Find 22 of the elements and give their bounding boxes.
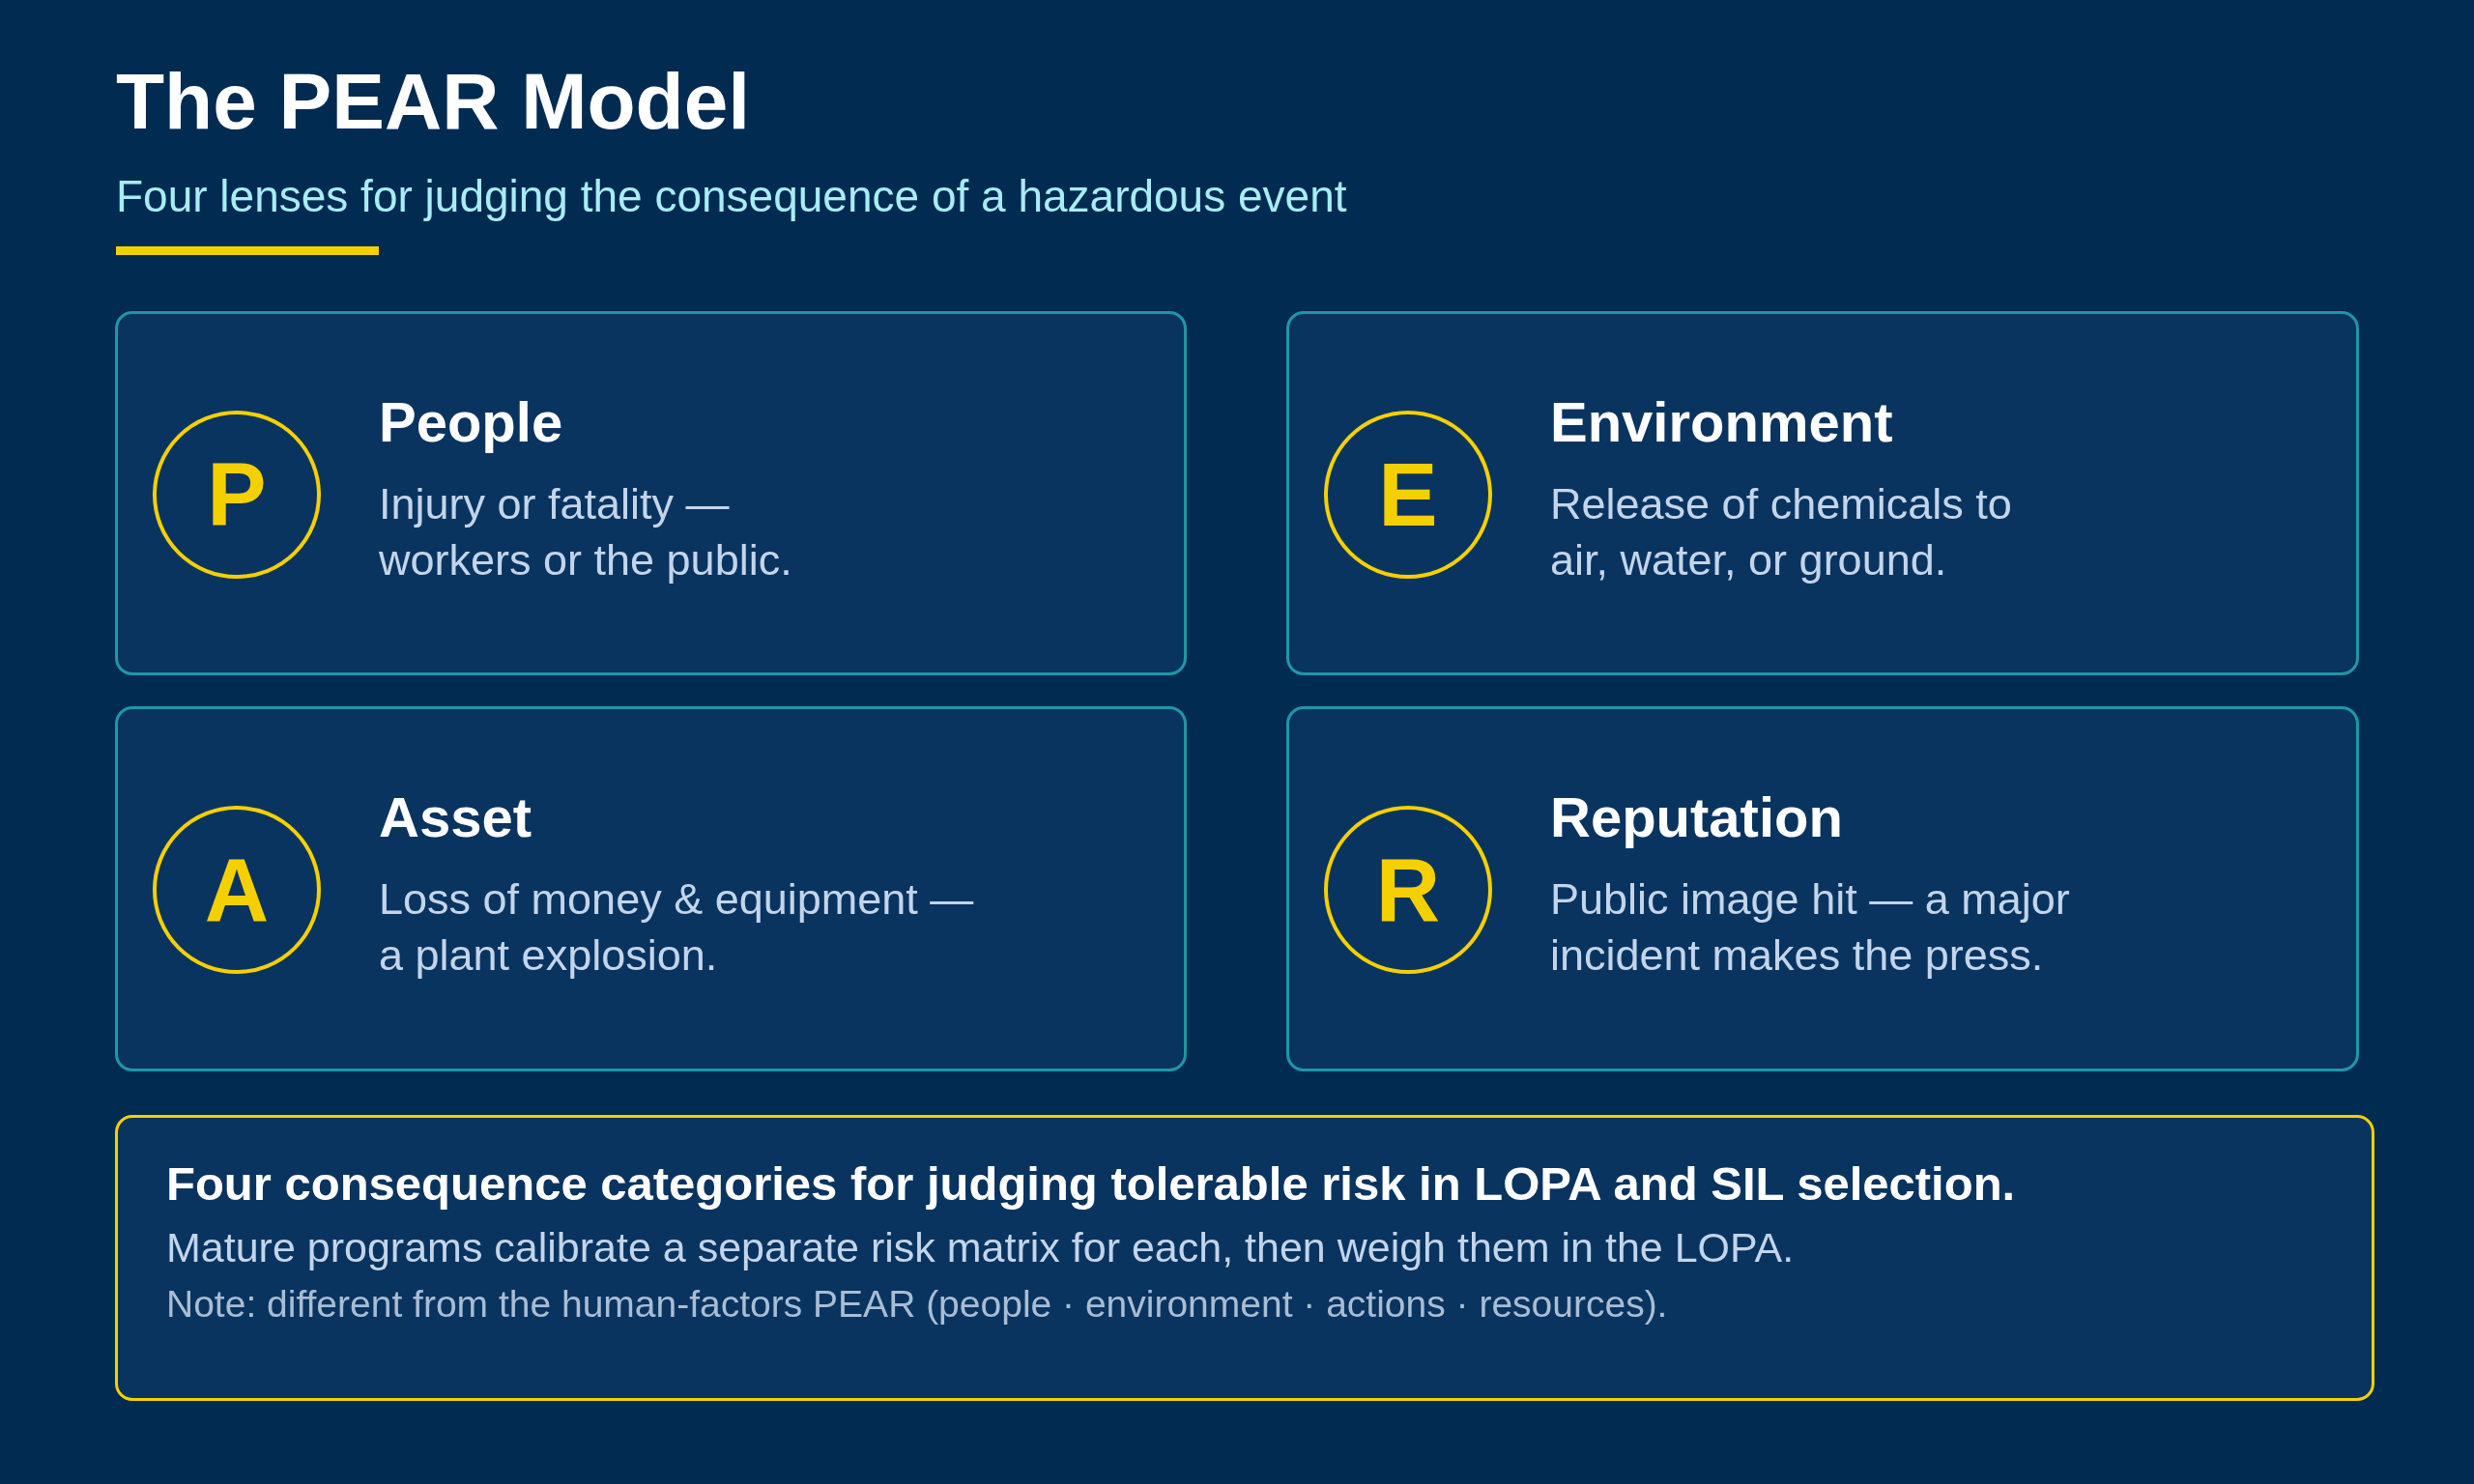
category-card bbox=[115, 706, 1187, 1071]
letter-circle: A bbox=[153, 806, 321, 974]
letter-circle: R bbox=[1324, 806, 1492, 974]
category-card bbox=[1286, 706, 2359, 1071]
note-text: Note: different from the human-factors PEAR (people · environment · actions · resources). bbox=[166, 1283, 1669, 1326]
summary-heading: Four consequence categories for judging tolerable risk in LOPA and SIL selection. bbox=[166, 1156, 2017, 1211]
title: The PEAR Model bbox=[116, 56, 751, 147]
card-description: Loss of money & equipment — a plant explosion. bbox=[379, 873, 975, 982]
category-card bbox=[1286, 311, 2359, 675]
category-card bbox=[115, 311, 1187, 675]
subtitle: Four lenses for judging the consequence of a hazardous event bbox=[116, 170, 1347, 222]
card-heading: Asset bbox=[379, 785, 532, 849]
letter-circle: P bbox=[153, 411, 321, 579]
summary-text: Mature programs calibrate a separate risk matrix for each, then weigh them in the LOPA. bbox=[166, 1224, 1796, 1271]
card-heading: People bbox=[379, 389, 563, 454]
card-heading: Reputation bbox=[1550, 785, 1843, 849]
card-description: Release of chemicals to air, water, or ground. bbox=[1550, 478, 2013, 586]
card-description: Injury or fatality — workers or the public. bbox=[379, 478, 793, 586]
card-heading: Environment bbox=[1550, 389, 1893, 454]
letter-circle: E bbox=[1324, 411, 1492, 579]
card-description: Public image hit — a major incident makes the press. bbox=[1550, 873, 2071, 982]
summary-panel bbox=[115, 1115, 2374, 1401]
